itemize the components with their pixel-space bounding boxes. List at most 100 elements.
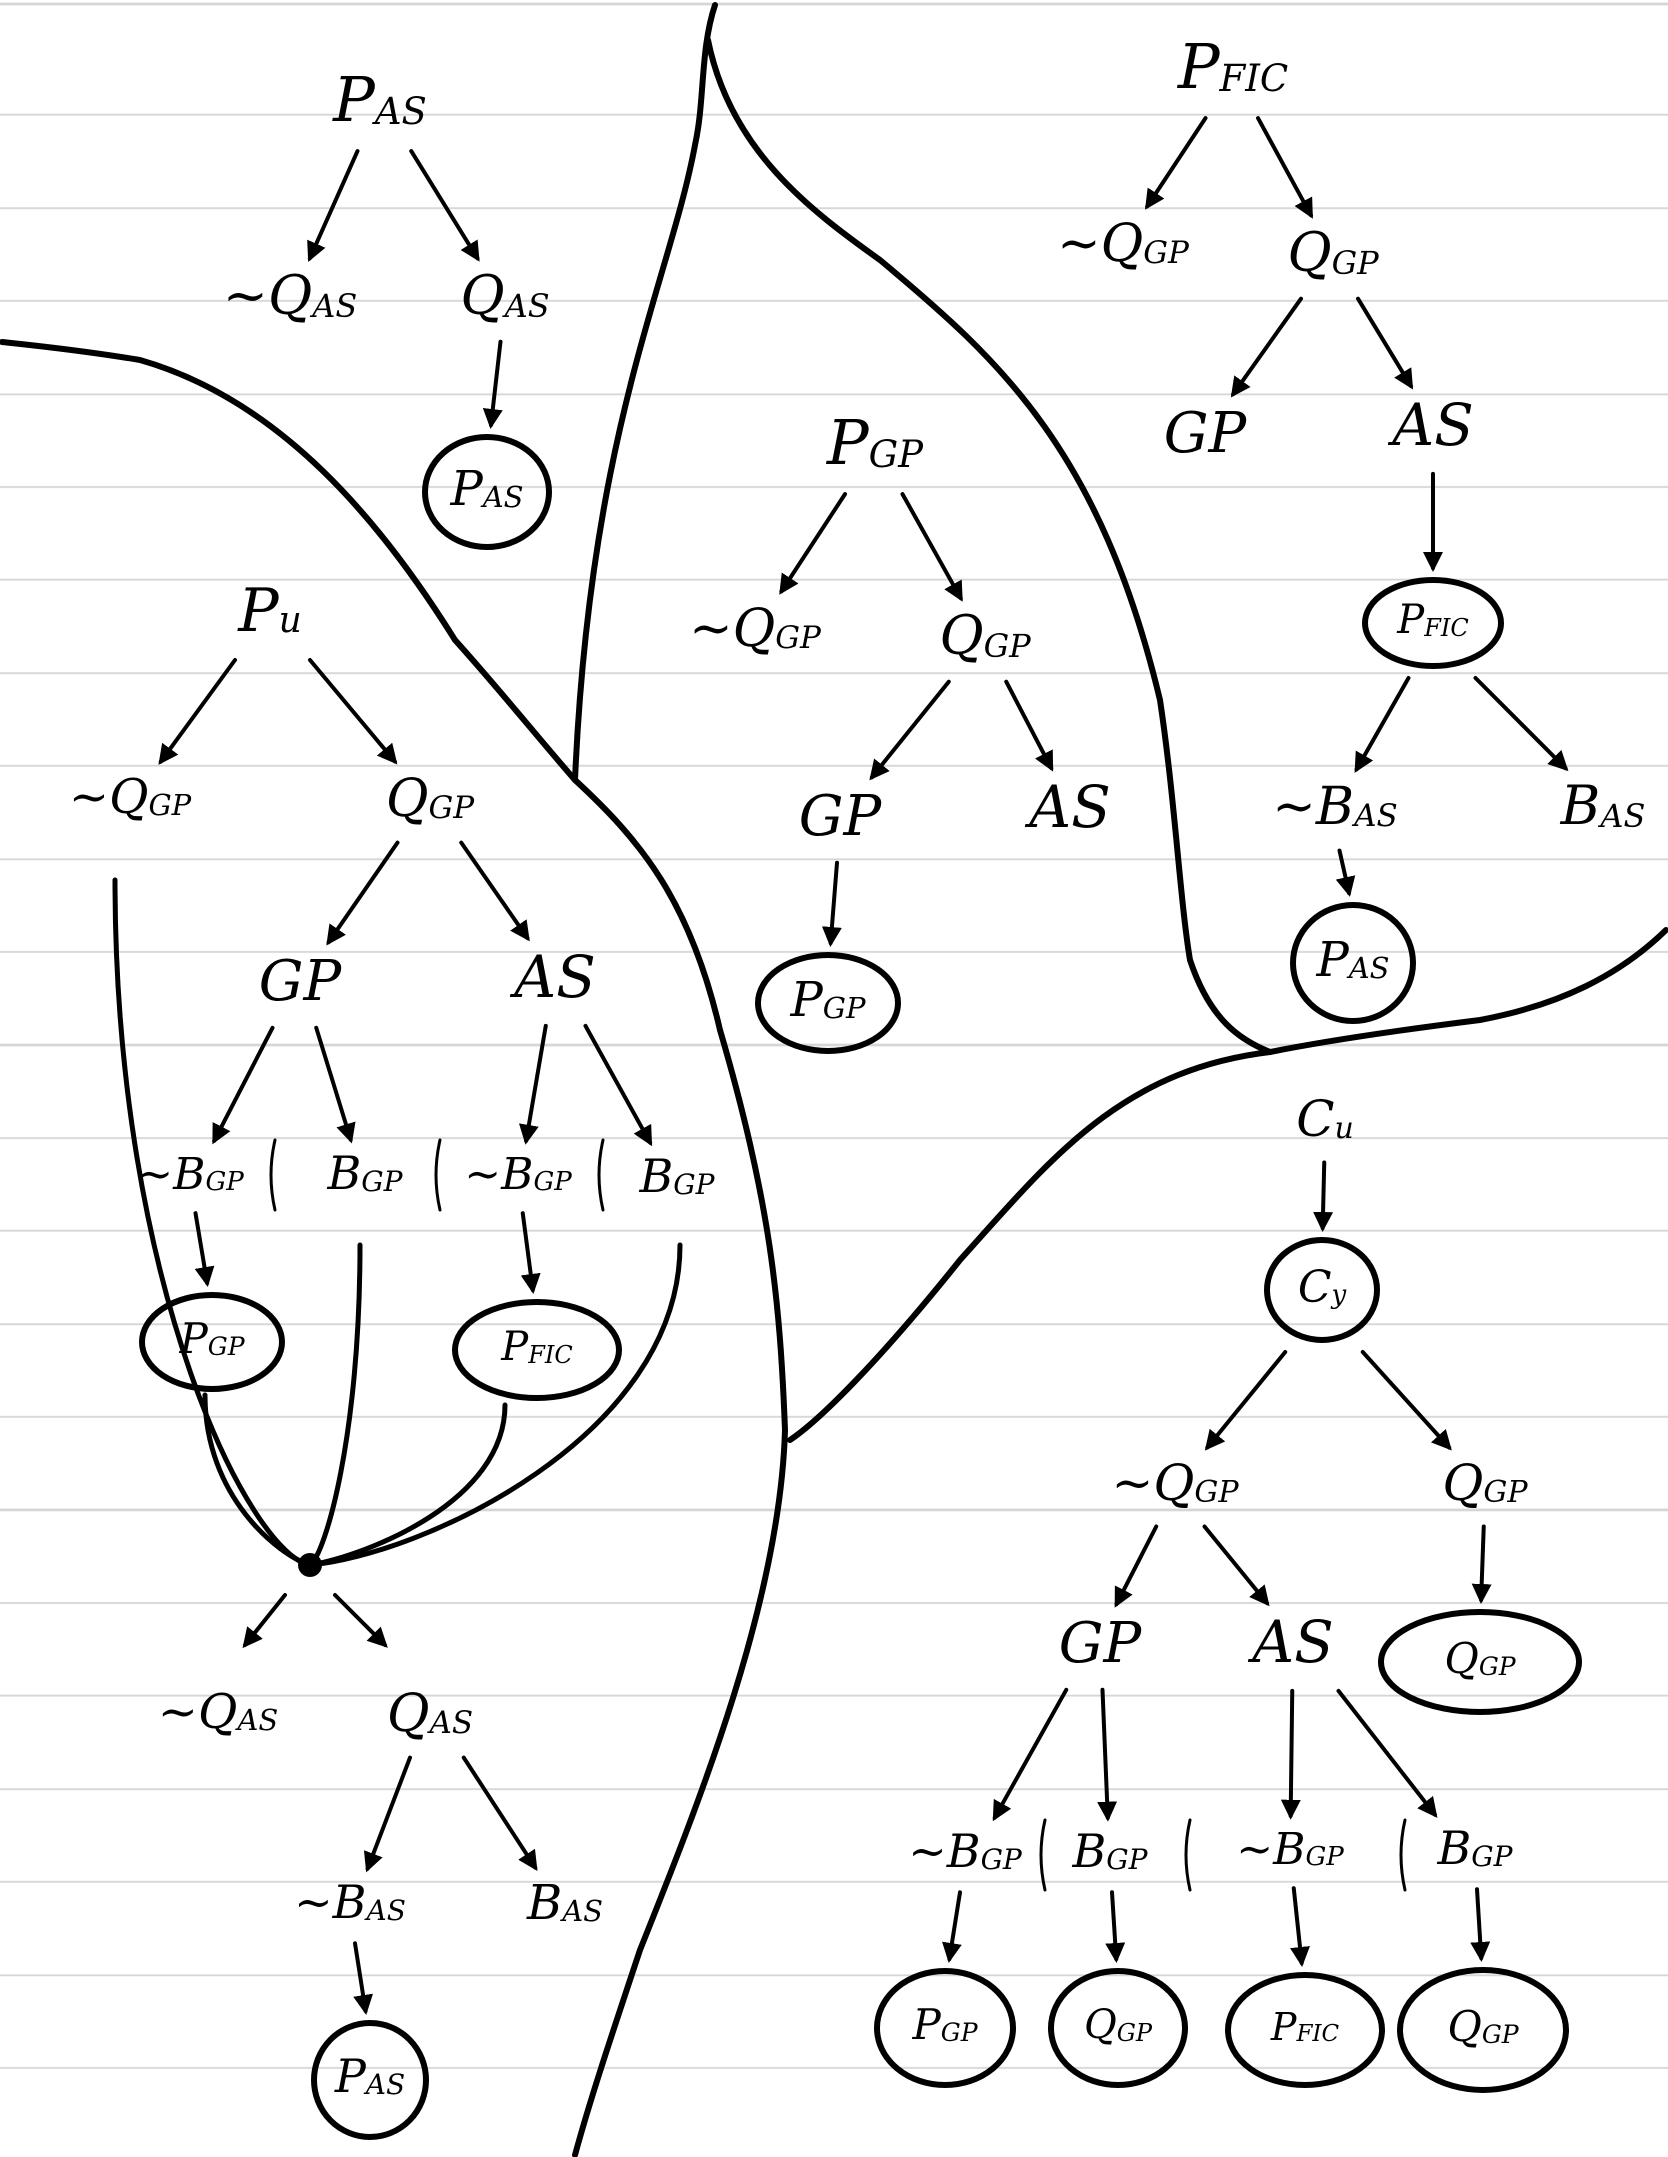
tree-node: QAS xyxy=(387,1684,473,1744)
tree-edge-arrow xyxy=(520,1211,541,1294)
node-main-text: P xyxy=(237,576,280,646)
node-main-text: Q xyxy=(939,604,983,667)
region-boundary-line xyxy=(572,777,788,2157)
tree-node: BGP xyxy=(638,1149,715,1203)
circled-node: PAS xyxy=(422,434,552,550)
tree-edge-arrow xyxy=(992,1687,1069,1822)
circled-node: PAS xyxy=(1290,902,1416,1024)
node-main-text: ~B xyxy=(1236,1824,1305,1875)
node-main-text: ~B xyxy=(1272,777,1354,837)
node-label: PFIC xyxy=(1270,2005,1340,2049)
node-main-text: Q xyxy=(386,769,429,829)
node-label: ~BGP xyxy=(908,1824,1023,1878)
node-label: PGP xyxy=(911,2000,978,2049)
node-subscript: y xyxy=(1330,1280,1346,1310)
node-main-text: ~Q xyxy=(223,264,313,327)
merge-curve xyxy=(202,1392,313,1568)
tree-edge-arrow xyxy=(193,1211,215,1287)
node-subscript: AS xyxy=(1597,797,1645,835)
tree-node: BGP xyxy=(1436,1821,1513,1875)
node-label: PGP xyxy=(826,406,924,479)
node-subscript: GP xyxy=(984,627,1032,665)
node-label: PFIC xyxy=(500,1324,572,1370)
node-label: PFIC xyxy=(1396,597,1468,643)
node-main-text: ~Q xyxy=(689,599,775,659)
node-subscript: GP xyxy=(148,788,191,822)
tree-node: ~BGP xyxy=(464,1149,572,1200)
node-label: PAS xyxy=(449,461,523,517)
node-label: Cu xyxy=(1296,1090,1354,1148)
node-label: AS xyxy=(1247,1608,1334,1676)
tree-node: GP xyxy=(259,949,343,1014)
tree-edge-arrow xyxy=(869,679,951,781)
node-main-text: P xyxy=(1315,932,1349,988)
node-main-text: P xyxy=(1396,597,1425,643)
node-circle xyxy=(1362,577,1504,669)
node-subscript: GP xyxy=(205,1167,244,1197)
tree-edge-arrow xyxy=(1114,1524,1159,1608)
tree-edge-arrow xyxy=(779,492,847,595)
node-main-text: GP xyxy=(1164,401,1248,466)
node-circle xyxy=(1378,1609,1582,1715)
node-subscript: GP xyxy=(1332,244,1380,282)
circled-node: QGP xyxy=(1397,1967,1569,2093)
tree-edge-arrow xyxy=(1360,1350,1452,1451)
node-circle xyxy=(139,1292,285,1392)
node-main-text: B xyxy=(1560,774,1601,837)
tree-edge-arrow xyxy=(518,1023,548,1145)
tree-edge-arrow xyxy=(1230,296,1303,398)
node-subscript: GP xyxy=(1483,1475,1528,1510)
tree-edge-arrow xyxy=(1290,1886,1310,1967)
tree-node: QGP xyxy=(386,769,475,829)
tree-node: QGP xyxy=(939,604,1031,667)
node-subscript: GP xyxy=(1482,2020,1520,2049)
circled-node: QGP xyxy=(1378,1609,1582,1715)
node-subscript: GP xyxy=(869,433,925,476)
node-main-text: Q xyxy=(1442,1454,1483,1512)
circled-node: PGP xyxy=(139,1292,285,1392)
node-subscript: GP xyxy=(1194,1475,1239,1510)
node-label: GP xyxy=(1164,401,1248,466)
tree-node: QAS xyxy=(460,264,549,327)
node-main-text: P xyxy=(790,972,824,1028)
node-label: BGP xyxy=(638,1149,715,1203)
node-main-text: AS xyxy=(1387,391,1474,459)
node-label: QGP xyxy=(1287,221,1379,284)
region-boundary-line xyxy=(705,37,1273,1055)
node-main-text: ~B xyxy=(908,1824,980,1878)
circled-node: QGP xyxy=(1048,1968,1188,2088)
node-main-text: GP xyxy=(799,784,883,849)
node-main-text: P xyxy=(911,2000,941,2049)
node-label: ~BGP xyxy=(136,1149,244,1200)
node-circle xyxy=(874,1968,1016,2088)
node-subscript: AS xyxy=(480,480,524,514)
region-boundary-line xyxy=(1267,927,1668,1055)
tree-edge-arrow xyxy=(1354,676,1411,773)
node-main-text: B xyxy=(326,1146,361,1200)
node-label: QGP xyxy=(386,769,475,829)
node-subscript: GP xyxy=(1479,1652,1517,1681)
tree-edge-arrow xyxy=(1256,116,1313,219)
branch-separator xyxy=(1399,1818,1407,1892)
tree-node: PAS xyxy=(332,63,427,136)
tree-node: AS xyxy=(1387,391,1474,459)
region-boundary-line xyxy=(787,1049,1273,1443)
node-label: BGP xyxy=(1071,1824,1148,1878)
node-subscript: FIC xyxy=(1423,614,1469,642)
tree-edge-arrow xyxy=(1280,1688,1301,1820)
tree-edge-arrow xyxy=(1204,1350,1288,1451)
tree-node: PFIC xyxy=(1177,30,1288,103)
tree-edge-arrow xyxy=(242,1593,287,1649)
node-subscript: FIC xyxy=(1219,57,1289,100)
tree-edge-arrow xyxy=(821,860,842,947)
tree-node: ~BGP xyxy=(136,1149,244,1200)
branch-separator xyxy=(1039,1818,1047,1892)
node-main-text: Q xyxy=(387,1684,430,1744)
node-subscript: GP xyxy=(941,2018,979,2047)
node-circle xyxy=(311,2020,429,2140)
tree-node: GP xyxy=(1164,401,1248,466)
tree-edge-arrow xyxy=(459,840,530,942)
